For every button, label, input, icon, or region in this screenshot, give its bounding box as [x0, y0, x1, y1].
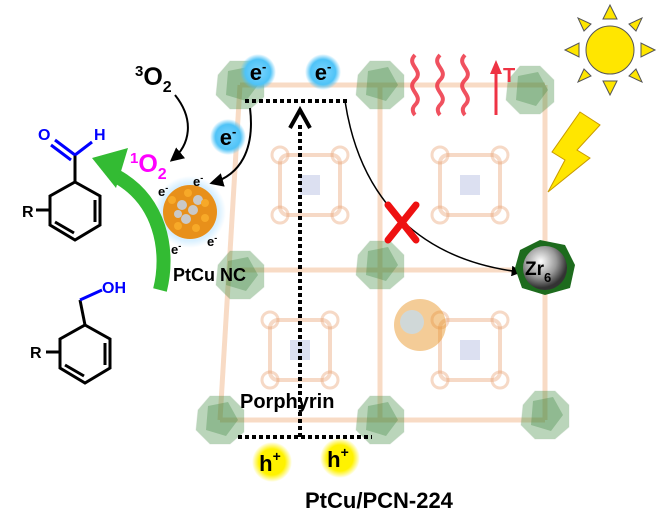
porphyrin-label: Porphyrin [240, 391, 334, 413]
zr-node [195, 395, 245, 445]
zr6-cluster [515, 240, 575, 295]
zr-node [355, 60, 405, 110]
hole-2: h+ [320, 438, 360, 478]
porphyrin-linker [430, 145, 510, 225]
excitation-arrowhead [288, 105, 312, 129]
composite-label: PtCu/PCN-224 [305, 488, 454, 513]
r-group-label-2: R [30, 345, 42, 362]
ptcu-nanocluster [154, 176, 226, 248]
conversion-arrowhead [92, 148, 128, 188]
temperature-label: T [503, 65, 515, 87]
electron-transfer-arrow [209, 107, 252, 187]
svg-text:h+: h+ [259, 448, 281, 476]
oxygen-activation-arrow [169, 94, 189, 162]
aldehyde-oxygen-label: O [38, 127, 50, 144]
svg-text:h+: h+ [327, 444, 349, 472]
lightning-icon [547, 111, 601, 193]
singlet-oxygen-label: 1O2 [130, 150, 167, 183]
svg-text:e-: e- [315, 59, 332, 85]
sun-icon [563, 3, 657, 97]
temperature-arrowhead [490, 60, 502, 74]
benzyl-alcohol-structure [46, 288, 112, 385]
mof-framework [195, 60, 570, 445]
svg-text:e-: e- [193, 173, 203, 189]
aldehyde-hydrogen-label: H [94, 127, 106, 144]
svg-text:e-: e- [250, 59, 267, 85]
porphyrin-linker [270, 145, 350, 225]
svg-text:e-: e- [171, 241, 181, 257]
zr-node [355, 240, 405, 290]
blocked-x-icon [384, 201, 420, 244]
nanocluster-label: PtCu NC [173, 265, 246, 285]
electron-2: e- [305, 54, 341, 90]
triplet-oxygen-label: 3O2 [135, 63, 172, 96]
benzaldehyde-structure [36, 138, 102, 242]
conversion-arrow [112, 169, 171, 292]
zr-node [520, 390, 570, 440]
svg-text:e-: e- [207, 233, 217, 249]
hydroxyl-label: OH [102, 280, 126, 297]
electron-1: e- [240, 54, 276, 90]
zr-node [355, 395, 405, 445]
embedded-nanocluster [394, 299, 446, 351]
r-group-label: R [22, 204, 34, 221]
svg-text:e-: e- [220, 124, 237, 150]
heat-waves-icon [410, 53, 470, 117]
svg-text:e-: e- [158, 183, 168, 199]
hole-1: h+ [252, 442, 292, 482]
electron-3: e- [210, 119, 246, 155]
zr6-label: Zr6 [525, 259, 551, 285]
